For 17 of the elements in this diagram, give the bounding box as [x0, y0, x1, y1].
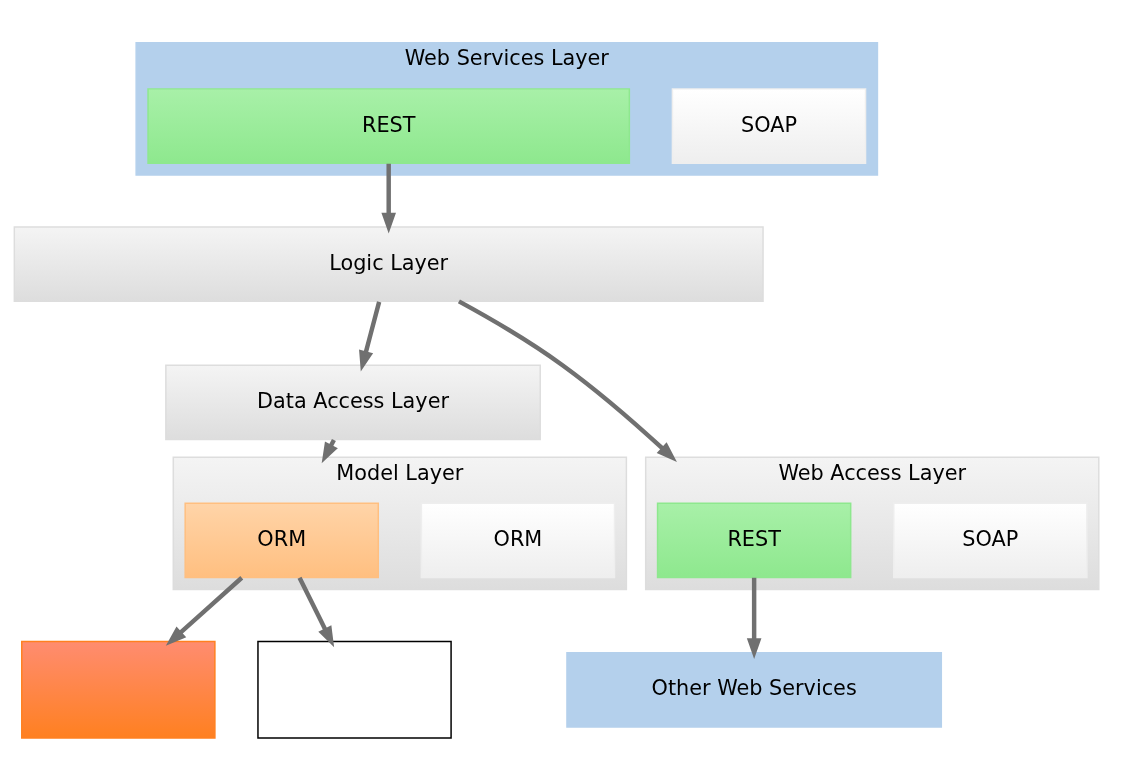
node-box: Logic Layer [13, 226, 764, 303]
arrow [457, 299, 677, 462]
arrow [359, 301, 382, 372]
node-box: ORM [184, 502, 380, 579]
node-box: Data Access Layer [165, 364, 541, 441]
node-box [21, 640, 216, 739]
node-box: REST [656, 502, 852, 579]
node-box [257, 640, 452, 739]
arrow [746, 577, 762, 660]
node-box: ORM [420, 502, 616, 579]
node-box: REST [147, 88, 631, 164]
node-box: Other Web Services [566, 651, 943, 728]
arrow [297, 576, 335, 648]
node-box: SOAP [671, 88, 867, 164]
node-box: SOAP [893, 502, 1088, 579]
arrow [381, 163, 396, 234]
arrow [165, 576, 244, 646]
